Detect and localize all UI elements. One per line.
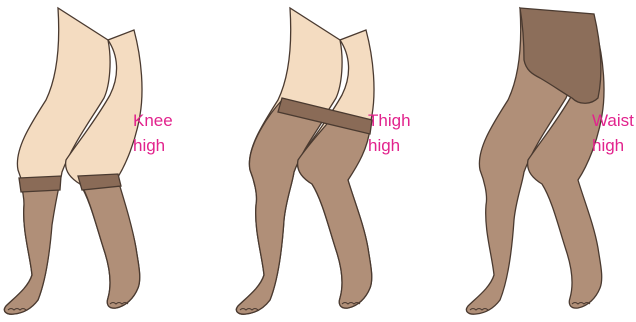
knee-high-label: Knee high [133, 108, 173, 158]
knee-band-back [19, 176, 61, 192]
waist-high-illustration [462, 0, 636, 322]
thigh-stocking-back [236, 100, 328, 314]
knee-high-label-line1: Knee [133, 108, 173, 133]
waist-high-label-line2: high [592, 133, 634, 158]
knee-high-label-line2: high [133, 133, 173, 158]
thigh-high-label-line2: high [368, 133, 411, 158]
knee-high-illustration [0, 0, 212, 322]
panel-thigh-high: Thigh high [232, 0, 444, 322]
knee-stocking-front [80, 180, 140, 308]
thigh-stocking-front [298, 118, 372, 308]
thigh-high-label-line1: Thigh [368, 108, 411, 133]
thigh-high-label: Thigh high [368, 108, 411, 158]
panel-waist-high: Waist high [462, 0, 636, 322]
knee-stocking-back [4, 182, 60, 314]
waist-high-label: Waist high [592, 108, 634, 158]
thigh-high-illustration [232, 0, 444, 322]
waist-high-label-line1: Waist [592, 108, 634, 133]
panel-knee-high: Knee high [0, 0, 212, 322]
